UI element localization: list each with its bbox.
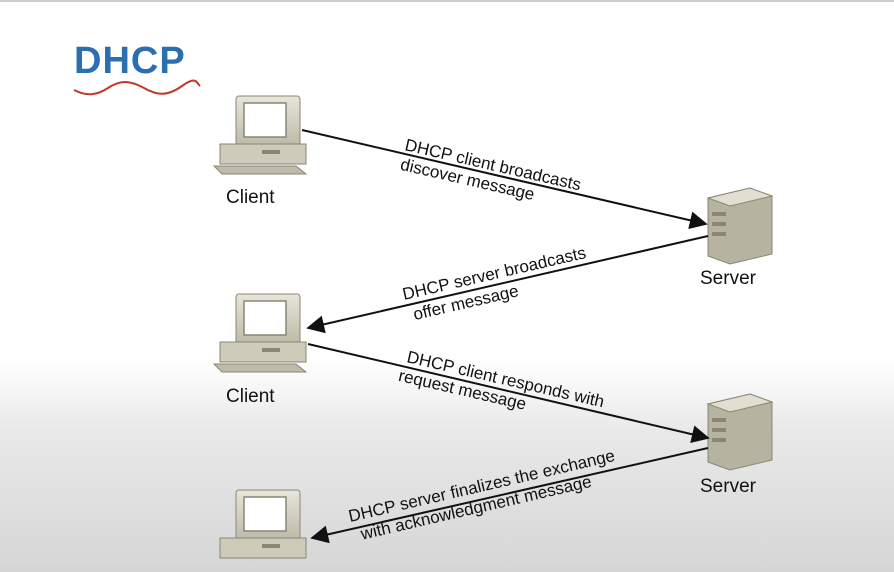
server-label: Server (700, 268, 757, 289)
acknowledgment-arrow (310, 447, 709, 544)
request-message-label: DHCP client responds with request messag… (397, 347, 606, 413)
top-border (0, 0, 894, 2)
acknowledgment-message-label: DHCP server finalizes the exchange with … (347, 446, 617, 544)
request-arrow (307, 343, 710, 444)
client-computer-icon (212, 95, 308, 175)
client-computer-icon (219, 489, 307, 559)
offer-arrow (306, 235, 709, 334)
discover-message-label: DHCP client broadcasts discover message (399, 135, 583, 204)
slide-title: DHCP (74, 40, 186, 82)
discover-arrow (301, 129, 708, 230)
title-underline-squiggle (73, 79, 201, 96)
client-computer-icon (212, 293, 308, 373)
server-icon (706, 393, 774, 471)
client-label: Client (226, 386, 275, 407)
server-icon (706, 187, 774, 265)
server-label: Server (700, 476, 757, 497)
client-label: Client (226, 187, 275, 208)
